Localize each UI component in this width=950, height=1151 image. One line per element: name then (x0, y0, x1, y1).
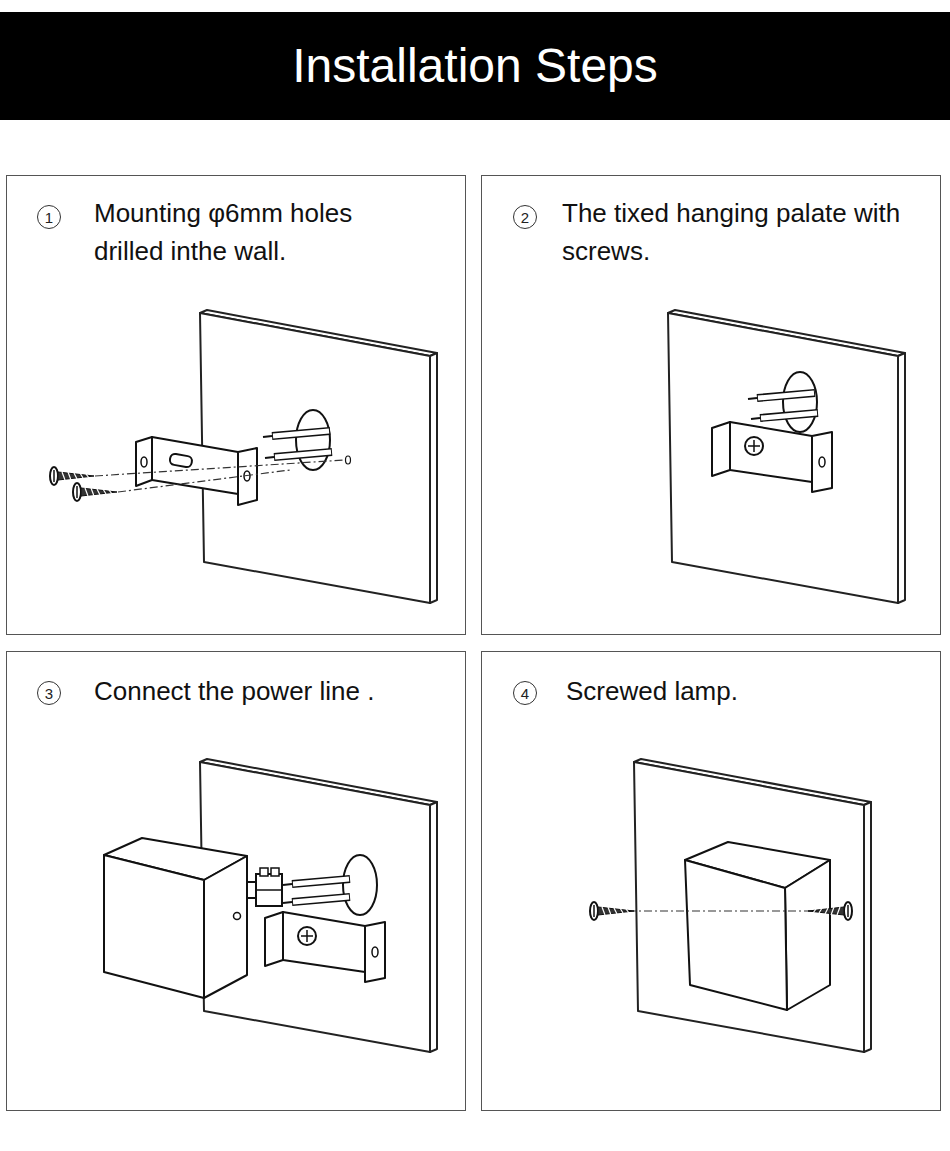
lamp-body (104, 838, 247, 998)
wall-plate (200, 759, 437, 1052)
power-cable (263, 431, 330, 437)
wall-plate (634, 759, 871, 1052)
mounting-bracket (712, 422, 832, 492)
step-panel: Connect the power line . 3 (6, 651, 466, 1111)
step-panel: The tixed hanging palate with screws. 2 (481, 175, 941, 635)
screw (590, 902, 634, 920)
step-number: 4 (521, 686, 529, 701)
step-instruction: Connect the power line . (94, 672, 449, 710)
step-panel: Screwed lamp. 4 (481, 651, 941, 1111)
title-band: Installation Steps (0, 12, 950, 120)
screw-guide (628, 910, 818, 911)
step-number: 2 (521, 210, 529, 225)
screw (808, 902, 852, 920)
step-number-circle: 1 (37, 205, 61, 229)
power-cable (751, 413, 818, 419)
step-instruction: Screwed lamp. (566, 672, 921, 710)
step-number-circle: 4 (513, 681, 537, 705)
step-number: 3 (45, 686, 53, 701)
power-cable (283, 879, 350, 885)
screw-guide (95, 460, 345, 492)
screw (50, 467, 94, 485)
power-cable (283, 897, 350, 903)
step-panel: Mounting φ6mm holes drilled inthe wall. 1 (6, 175, 466, 635)
mounting-bracket (136, 437, 257, 505)
page-title: Installation Steps (0, 12, 950, 120)
step-number-circle: 3 (37, 681, 61, 705)
terminal-block (247, 868, 282, 906)
power-cable (748, 393, 815, 399)
wall-hole (343, 855, 377, 915)
lamp-body (685, 842, 830, 1010)
screw (73, 483, 117, 501)
wall-plate (668, 310, 905, 603)
step-instruction: Mounting φ6mm holes drilled inthe wall. (94, 194, 394, 270)
step-number: 1 (45, 210, 53, 225)
wall-hole (783, 372, 817, 432)
mounting-bracket (265, 912, 385, 982)
step-number-circle: 2 (513, 205, 537, 229)
power-cable (265, 452, 332, 458)
drill-hole (346, 456, 351, 464)
step-instruction: The tixed hanging palate with screws. (562, 194, 912, 270)
